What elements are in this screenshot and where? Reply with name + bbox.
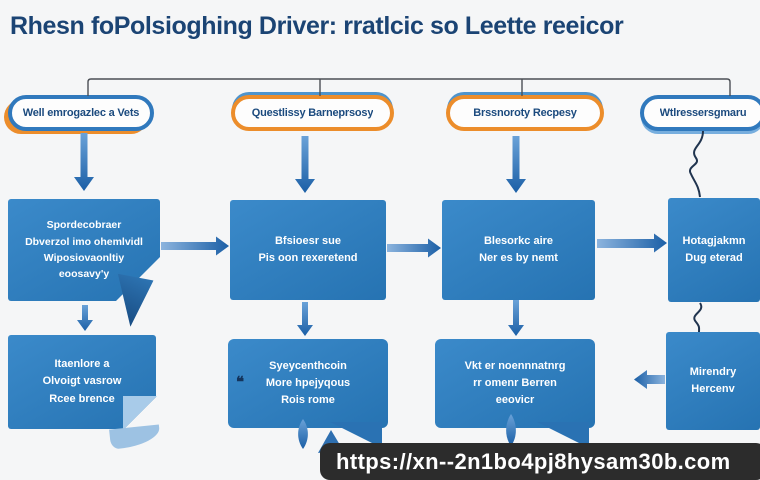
process-box-line: Wiposiovaonltiy — [43, 252, 125, 264]
stage-header-2: Questlissy Barneprsosy — [231, 95, 394, 131]
arrow-down-2 — [297, 302, 313, 336]
process-box-line: Dug eterad — [685, 252, 743, 264]
process-box-line: Ner es by nemt — [479, 252, 558, 264]
arrow-header-to-box-2 — [295, 136, 315, 193]
note-box-line: rr omenr Berren — [473, 376, 557, 389]
under-curl — [109, 424, 161, 450]
stage-header-4: Wtlressersgmaru — [640, 95, 760, 131]
process-box-line: Hotagjakmn — [682, 234, 746, 247]
stage-header-3-label: Brssnoroty Recpesy — [473, 107, 577, 119]
note-box-3: Vkt er noennnatnrg rr omenr Berren eeovi… — [435, 339, 595, 448]
arrow-header-to-box-3 — [506, 136, 526, 193]
note-box-4: Mirendry Hercenv — [666, 332, 760, 430]
arrow-box1-to-box2 — [161, 236, 229, 256]
note-box-line: Syeycenthcoin — [269, 359, 347, 372]
process-box-line: eoosavy'y — [58, 268, 110, 281]
url-bar[interactable]: https://xn--2n1bo4pj8hysam30b.com — [320, 443, 760, 480]
squiggle-connector-top — [688, 130, 704, 198]
process-box-line: Spordecobraer — [46, 219, 122, 232]
stage-header-3: Brssnoroty Recpesy — [446, 95, 604, 131]
arrow-box3-to-box4 — [597, 233, 667, 253]
note-box-line: Vkt er noennnatnrg — [464, 359, 566, 372]
stage-header-1-label: Well emrogazlec a Vets — [22, 107, 140, 119]
quote-icon: ❝ — [236, 374, 245, 391]
note-box-line: Rcee brence — [49, 392, 115, 405]
arrow-down-1 — [77, 305, 93, 331]
process-box-4: Hotagjakmn Dug eterad — [668, 198, 760, 302]
note-box-line: Itaenlore a — [54, 358, 110, 371]
note-box-line: Hercenv — [691, 383, 735, 395]
process-box-1: Spordecobraer Dbverzol imo ohemlvidl Wip… — [8, 199, 161, 301]
stage-header-4-label: Wtlressersgmaru — [659, 107, 747, 119]
note-box-1: Itaenlore a Olvoigt vasrow Rcee brence — [8, 335, 161, 450]
process-box-2: Bfsioesr sue Pis oon rexeretend — [230, 200, 386, 300]
page-title: Rhesn foPolsioghing Driver: rratlcic so … — [10, 12, 624, 40]
note-box-line: eeovicr — [495, 394, 535, 407]
arrow-header-to-box-1 — [74, 133, 94, 191]
arrow-note4-left — [634, 370, 665, 389]
note-box-line: Olvoigt vasrow — [42, 375, 122, 388]
process-box-line: Pis oon rexeretend — [258, 252, 358, 264]
process-box-3: Blesorkc aire Ner es by nemt — [442, 200, 595, 300]
note-box-line: Rois rome — [281, 394, 335, 407]
process-box-line: Blesorkc aire — [483, 234, 554, 247]
note-box-2: ❝ Syeycenthcoin More hpejyqous Rois rome — [228, 339, 388, 448]
process-box-line: Dbverzol imo ohemlvidl — [25, 235, 143, 248]
arrow-down-3 — [508, 300, 524, 336]
dog-ear-icon — [123, 396, 157, 430]
note-box-line: More hpejyqous — [265, 376, 351, 389]
header-connector-line — [87, 78, 731, 96]
arrow-box2-to-box3 — [387, 238, 441, 258]
stage-header-1: Well emrogazlec a Vets — [8, 95, 154, 131]
process-box-line: Bfsioesr sue — [274, 234, 342, 247]
url-text: https://xn--2n1bo4pj8hysam30b.com — [336, 448, 731, 474]
stage-header-2-label: Questlissy Barneprsosy — [251, 107, 374, 119]
squiggle-connector-bottom — [693, 302, 703, 333]
note-box-line: Mirendry — [689, 365, 737, 378]
